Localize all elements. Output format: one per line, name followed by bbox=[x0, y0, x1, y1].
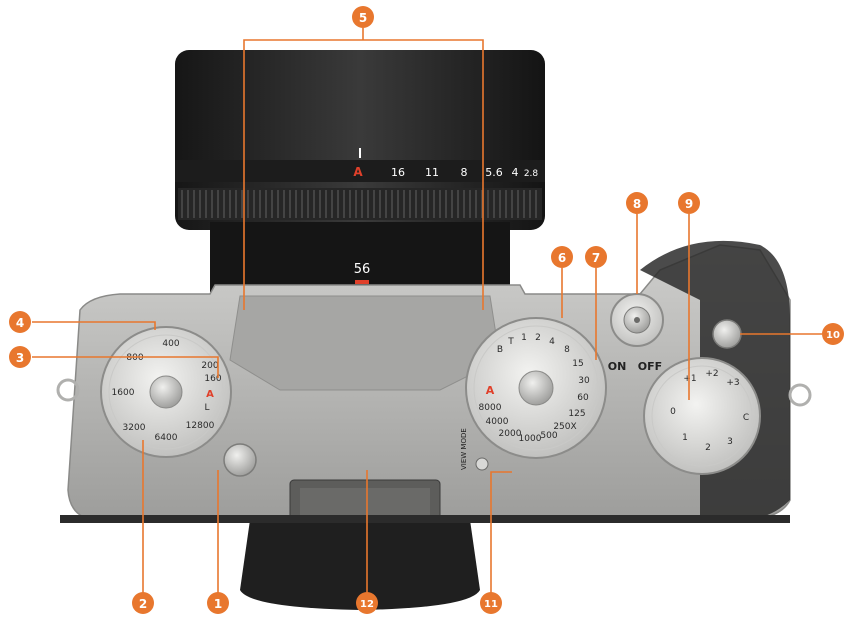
svg-text:1: 1 bbox=[214, 597, 222, 611]
shutter-4000: 4000 bbox=[486, 417, 509, 427]
shutter-60: 60 bbox=[577, 393, 589, 403]
iso-label-12800: 12800 bbox=[186, 421, 215, 431]
callout-badge-11: 11 bbox=[480, 592, 502, 614]
shutter-release[interactable] bbox=[610, 293, 664, 347]
iso-label-l: L bbox=[204, 403, 209, 413]
svg-text:6: 6 bbox=[558, 251, 566, 265]
shutter-1: 1 bbox=[521, 333, 527, 343]
strap-lug-left bbox=[56, 378, 80, 402]
aperture-5-6: 5.6 bbox=[485, 166, 503, 179]
aperture-scale: A 16 11 8 5.6 4 2.8 bbox=[353, 165, 538, 179]
aperture-2-8: 2.8 bbox=[524, 169, 539, 179]
callout-badges: 5 4 3 2 1 12 11 6 7 8 9 10 bbox=[9, 6, 844, 614]
shutter-a: A bbox=[486, 384, 495, 397]
lens-mount-dot bbox=[355, 280, 369, 284]
strap-lug-right bbox=[788, 383, 812, 407]
shutter-1000: 1000 bbox=[519, 434, 542, 444]
shutter-t: T bbox=[507, 337, 514, 347]
view-mode-label: VIEW MODE bbox=[460, 428, 468, 470]
view-mode-button[interactable] bbox=[475, 457, 489, 471]
svg-text:7: 7 bbox=[592, 251, 600, 265]
iso-label-1600: 1600 bbox=[112, 388, 135, 398]
aperture-11: 11 bbox=[425, 166, 439, 179]
shutter-2000: 2000 bbox=[499, 429, 522, 439]
callout-lines bbox=[32, 28, 822, 594]
command-dial-small[interactable] bbox=[223, 443, 257, 477]
svg-text:3: 3 bbox=[16, 351, 24, 365]
exposure-compensation-dial[interactable]: +3 +2 +1 0 1 2 3 C bbox=[643, 357, 761, 475]
svg-text:4: 4 bbox=[16, 316, 24, 330]
eyecup bbox=[240, 520, 480, 610]
svg-text:12: 12 bbox=[360, 599, 374, 610]
iso-label-6400: 6400 bbox=[155, 433, 178, 443]
svg-text:8: 8 bbox=[633, 197, 641, 211]
iso-dial-center-button bbox=[149, 375, 183, 409]
ev-0: 0 bbox=[670, 407, 676, 417]
callout-badge-12: 12 bbox=[356, 592, 378, 614]
svg-text:11: 11 bbox=[484, 599, 498, 610]
shutter-30: 30 bbox=[578, 376, 590, 386]
aperture-16: 16 bbox=[391, 166, 405, 179]
shutter-250x: 250X bbox=[553, 422, 576, 432]
svg-text:10: 10 bbox=[826, 330, 840, 341]
power-on-label: ON bbox=[608, 360, 627, 373]
aperture-4: 4 bbox=[512, 166, 519, 179]
aperture-a: A bbox=[353, 165, 363, 179]
shutter-speed-dial[interactable]: B T 1 2 4 8 15 30 60 125 250X 500 1000 2… bbox=[465, 317, 607, 459]
iso-dial[interactable]: 400 800 1600 3200 6400 12800 200 160 A L bbox=[100, 326, 232, 458]
shutter-125: 125 bbox=[568, 409, 585, 419]
callout-badge-10: 10 bbox=[822, 323, 844, 345]
callout-badge-3: 3 bbox=[9, 346, 31, 368]
iso-label-160: 160 bbox=[204, 374, 221, 384]
callout-badge-5: 5 bbox=[352, 6, 374, 28]
shutter-dial-center-button bbox=[518, 370, 554, 406]
svg-text:5: 5 bbox=[359, 11, 367, 25]
shutter-8000: 8000 bbox=[479, 403, 502, 413]
ev-minus1: 1 bbox=[682, 433, 688, 443]
ev-minus2: 2 bbox=[705, 443, 711, 453]
iso-label-3200: 3200 bbox=[123, 423, 146, 433]
callout-badge-8: 8 bbox=[626, 192, 648, 214]
ev-c: C bbox=[743, 413, 749, 423]
svg-text:2: 2 bbox=[139, 597, 147, 611]
function-button[interactable] bbox=[712, 319, 742, 349]
focal-length-label: 56 bbox=[354, 262, 371, 277]
power-off-label: OFF bbox=[638, 360, 662, 373]
shutter-15: 15 bbox=[572, 359, 583, 369]
shutter-500: 500 bbox=[540, 431, 557, 441]
svg-text:9: 9 bbox=[685, 197, 693, 211]
callout-badge-6: 6 bbox=[551, 246, 573, 268]
aperture-8: 8 bbox=[461, 166, 468, 179]
callout-badge-2: 2 bbox=[132, 592, 154, 614]
iso-label-a: A bbox=[206, 389, 214, 400]
lens-focus-ring-texture bbox=[178, 188, 542, 220]
iso-label-400: 400 bbox=[162, 339, 179, 349]
shutter-b: B bbox=[497, 345, 503, 355]
shutter-8: 8 bbox=[564, 345, 570, 355]
callout-badge-7: 7 bbox=[585, 246, 607, 268]
ev-minus3: 3 bbox=[727, 437, 733, 447]
iso-label-200: 200 bbox=[201, 361, 218, 371]
shutter-2: 2 bbox=[535, 333, 541, 343]
ev-plus1: +1 bbox=[683, 374, 696, 384]
iso-label-800: 800 bbox=[126, 353, 143, 363]
callout-badge-9: 9 bbox=[678, 192, 700, 214]
callout-badge-4: 4 bbox=[9, 311, 31, 333]
callout-badge-1: 1 bbox=[207, 592, 229, 614]
ev-plus2: +2 bbox=[705, 369, 718, 379]
shutter-4: 4 bbox=[549, 337, 555, 347]
ev-plus3: +3 bbox=[726, 378, 739, 388]
